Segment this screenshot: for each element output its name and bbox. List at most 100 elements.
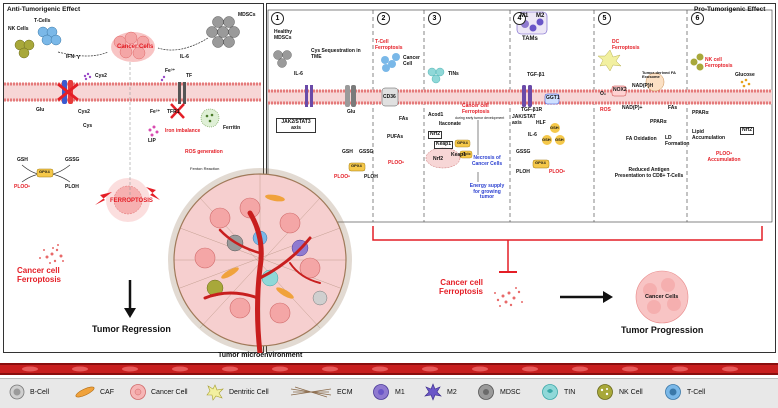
s2-pufas: PUFAs bbox=[387, 134, 404, 140]
center-cancer-ferroptosis: Cancer cell Ferroptosis bbox=[438, 278, 483, 296]
legend-item-m1: M1 bbox=[371, 382, 405, 402]
legend-bar bbox=[0, 378, 778, 408]
blood-vessel-bar bbox=[0, 363, 778, 375]
s4-hlf: HLF bbox=[536, 120, 546, 126]
s3-nrf2b: Nrf2 bbox=[433, 156, 444, 162]
il6-label: IL-6 bbox=[180, 54, 189, 60]
s5-ros: ROS bbox=[600, 107, 611, 113]
legend-label: M1 bbox=[395, 388, 405, 396]
s3-nrf2: Nrf2 bbox=[428, 131, 443, 139]
tins-cluster bbox=[427, 67, 445, 84]
s6-ploo: PLOO• Accumulation bbox=[707, 151, 741, 163]
s2-fas: FAs bbox=[399, 116, 409, 122]
anti-tumorigenic-title: Anti-Tumorigenic Effect bbox=[7, 6, 81, 13]
s5-fas: FAs bbox=[668, 105, 678, 111]
nk-cells-label: NK Cells bbox=[8, 26, 29, 32]
s2-gsh: GSH bbox=[342, 149, 353, 155]
cys2-label: Cys2 bbox=[78, 109, 90, 115]
s5-tumor-derived: Tumor-derived FA Exosome bbox=[642, 70, 676, 80]
s3-energy: Energy supply for growing tumor bbox=[469, 183, 505, 200]
ferritin-label: Ferritin bbox=[223, 125, 241, 131]
mdscs-label: MDSCs bbox=[238, 12, 256, 18]
s3-necrosis: Necrosis of Cancer Cells bbox=[471, 155, 503, 167]
ferroptosis-burst bbox=[95, 178, 160, 222]
s3-cancer-ferroptosis: Cancer cell Ferroptosis bbox=[462, 103, 490, 115]
ifn-label: IFN- γ bbox=[66, 54, 80, 60]
s4-tams: TAMs bbox=[522, 36, 538, 42]
s4-gpx4: GPX4 bbox=[535, 160, 546, 165]
tfr1-receptor bbox=[170, 82, 186, 119]
s3-keap1: Keap1 bbox=[434, 141, 454, 149]
s2-cd36: CD36 bbox=[383, 94, 396, 100]
section-3-number: 3 bbox=[428, 12, 441, 25]
legend-label: MDSC bbox=[500, 388, 521, 396]
s2-tcell-ferroptosis: T-Cell Ferroptosis bbox=[375, 39, 403, 51]
s5-ppara: PPARα bbox=[650, 119, 667, 125]
s5-ld-formation: LD Formation bbox=[665, 135, 690, 147]
s4-gsh: GSH bbox=[550, 125, 559, 130]
left-cancer-ferroptosis-label: Cancer cell Ferroptosis bbox=[17, 266, 62, 284]
legend-label: TIN bbox=[564, 388, 576, 396]
legend-label: NK Cell bbox=[619, 388, 643, 396]
iron-imbalance-label: Iron imbalance bbox=[165, 128, 201, 134]
gpx4-label: GPX4 bbox=[39, 169, 50, 174]
s6-nk-cells bbox=[690, 53, 704, 71]
fe3-label: Fe³⁺ bbox=[165, 68, 176, 74]
s2-glu: Glu bbox=[347, 109, 356, 115]
s4-jak: JAK/STAT axis bbox=[512, 114, 536, 126]
s6-nrf2: Nrf2 bbox=[740, 127, 755, 135]
legend-label: CAF bbox=[100, 388, 114, 396]
s4-tgf: TGF-β1 bbox=[527, 72, 545, 78]
center-cell-debris bbox=[494, 287, 523, 307]
s6-glucose: Glucose bbox=[735, 72, 755, 78]
mdsc-icon bbox=[478, 384, 494, 400]
s1-healthy-mdscs: Healthy MDSCs bbox=[274, 29, 293, 41]
s6-nk-ferroptosis: NK cell Ferroptosis bbox=[705, 57, 733, 69]
center-cancer-cells: Cancer Cells bbox=[645, 294, 679, 300]
s4-m1: M1 bbox=[520, 13, 529, 19]
s4-ggt1: GGT1 bbox=[546, 95, 560, 101]
legend-item-tin: TIN bbox=[540, 382, 575, 402]
right-membrane bbox=[268, 89, 772, 105]
section-5-number: 5 bbox=[598, 12, 611, 25]
s5-nox2: NOX2 bbox=[613, 87, 627, 93]
lip-label: LIP bbox=[148, 138, 156, 144]
s4-gsh3: GSH bbox=[555, 137, 564, 142]
blood-vessel-branches bbox=[203, 210, 321, 353]
tf-label: TF bbox=[186, 73, 193, 79]
s4-gsh2: GSH bbox=[542, 137, 551, 142]
s5-nadph: NAD(P)H bbox=[632, 83, 654, 89]
mdscs-cluster bbox=[206, 16, 240, 48]
healthy-mdscs-icon bbox=[273, 50, 292, 68]
s1-jak: JAK2/STAT3 axis bbox=[276, 118, 316, 133]
cys-label: Cys bbox=[83, 123, 93, 129]
cancer-cells-label: Cancer Cells bbox=[117, 44, 154, 50]
s4-ploo: PLOO• bbox=[549, 169, 565, 175]
caf-icon bbox=[75, 386, 95, 398]
legend-label: B-Cell bbox=[30, 388, 50, 396]
s4-m2: M2 bbox=[536, 13, 545, 19]
ros-generation-label: ROS generation bbox=[185, 149, 223, 155]
legend-item-ecm: ECM bbox=[289, 382, 353, 402]
s5-dc-ferroptosis: DC Ferroptosis bbox=[612, 39, 640, 51]
legend-label: Cancer Cell bbox=[151, 388, 188, 396]
s2-gssg: GSSG bbox=[359, 149, 374, 155]
s4-il6: IL-6 bbox=[528, 132, 537, 138]
s3-gclc: Gclc bbox=[462, 151, 471, 156]
s4-tgfr: TGF-β1R bbox=[521, 107, 543, 113]
glu-label: Glu bbox=[36, 107, 45, 113]
s2-ploo-top: PLOO• bbox=[388, 160, 404, 166]
legend-item-dendritic-cell: Dentritic Cell bbox=[205, 382, 269, 402]
s5-fa-oxidation: FA Oxidation bbox=[626, 136, 657, 142]
nk-cells-cluster bbox=[14, 39, 35, 59]
t-cell-icon bbox=[665, 384, 681, 400]
legend-item-nk-cell: NK Cell bbox=[595, 382, 643, 402]
s5-o2: O₂ bbox=[600, 91, 607, 97]
legend-item-t-cell: T-Cell bbox=[663, 382, 705, 402]
dendritic-cell-icon bbox=[206, 384, 224, 401]
nk-cell-icon bbox=[597, 384, 613, 400]
ferritin-cluster bbox=[200, 108, 220, 128]
legend-item-cancer-cell: Cancer Cell bbox=[129, 382, 188, 402]
b-cell-icon bbox=[9, 384, 25, 400]
s2-ploh: PLOH bbox=[364, 174, 378, 180]
